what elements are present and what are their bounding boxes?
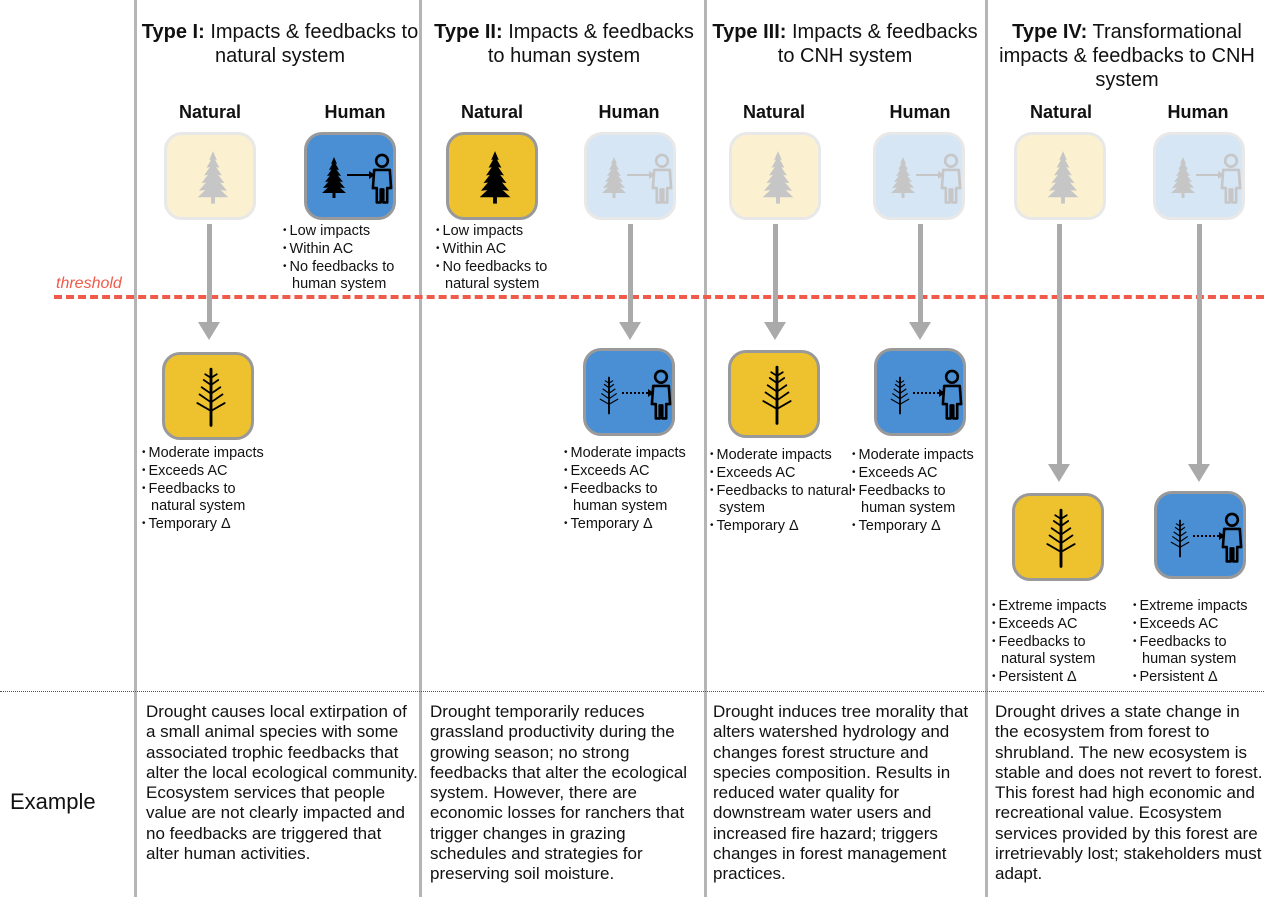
type-2-natural-bullets: Low impacts Within AC No feedbacks to na… [436, 222, 571, 293]
type-3-human-label: Human [889, 102, 951, 122]
type-3-natural-arrow [764, 224, 786, 340]
type-4-natural-label: Natural [1029, 102, 1092, 122]
type-2-human-pine-person-icon [584, 132, 676, 220]
type-1-human-bullets: Low impacts Within AC No feedbacks to hu… [283, 222, 413, 293]
type-3-title: Type III: Impacts & feedbacks to CNH sys… [712, 21, 978, 67]
type-3-human-dead-tree-person-icon [874, 348, 966, 436]
type-1-natural-dead-tree-icon [162, 352, 254, 440]
type-2-natural-pine-icon [446, 132, 538, 220]
type-4-natural-bullets: Extreme impacts Exceeds AC Feedbacks to … [992, 597, 1132, 686]
type-1-natural-label: Natural [178, 102, 241, 122]
type-4-natural-pine-icon [1014, 132, 1106, 220]
type-1-natural-pine-icon [164, 132, 256, 220]
type-2-natural-label: Natural [460, 102, 523, 122]
example-separator [0, 691, 1264, 692]
type-1-title: Type I: Impacts & feedbacks to natural s… [141, 21, 419, 67]
type-4-title: Type IV: Transformational impacts & feed… [999, 21, 1255, 91]
column-divider [419, 0, 422, 897]
type-2-human-dead-tree-person-icon [583, 348, 675, 436]
type-1-natural-arrow [198, 224, 220, 340]
type-4-example: Drought drives a state change in the eco… [995, 702, 1263, 884]
type-1-example: Drought causes local extirpation of a sm… [146, 702, 418, 864]
type-3-natural-bullets: Moderate impacts Exceeds AC Feedbacks to… [710, 446, 855, 535]
type-2-human-label: Human [598, 102, 660, 122]
type-3-natural-pine-icon [729, 132, 821, 220]
type-1-natural-bullets: Moderate impacts Exceeds AC Feedbacks to… [142, 444, 282, 533]
type-3-human-bullets: Moderate impacts Exceeds AC Feedbacks to… [852, 446, 987, 535]
column-divider [134, 0, 137, 897]
type-2-title: Type II: Impacts & feedbacks to human sy… [434, 21, 694, 67]
type-3-human-pine-person-icon [873, 132, 965, 220]
type-3-natural-dead-tree-icon [728, 350, 820, 438]
type-4-human-dead-tree-person-icon [1154, 491, 1246, 579]
type-2-example: Drought temporarily reduces grassland pr… [430, 702, 688, 884]
type-1-human-label: Human [324, 102, 386, 122]
type-2-human-arrow [619, 224, 641, 340]
type-4-natural-dead-tree-icon [1012, 493, 1104, 581]
threshold-line [54, 295, 1264, 299]
threshold-label: threshold [56, 275, 122, 292]
type-2-human-bullets: Moderate impacts Exceeds AC Feedbacks to… [564, 444, 704, 533]
column-divider [704, 0, 707, 897]
type-4-natural-arrow [1048, 224, 1070, 482]
type-4-human-label: Human [1167, 102, 1229, 122]
type-3-natural-label: Natural [742, 102, 805, 122]
type-4-human-bullets: Extreme impacts Exceeds AC Feedbacks to … [1133, 597, 1264, 686]
type-4-human-arrow [1188, 224, 1210, 482]
type-3-human-arrow [909, 224, 931, 340]
example-row-label: Example [10, 789, 96, 814]
type-1-human-pine-person-icon [304, 132, 396, 220]
type-3-example: Drought induces tree morality that alter… [713, 702, 969, 884]
type-4-human-pine-person-icon [1153, 132, 1245, 220]
